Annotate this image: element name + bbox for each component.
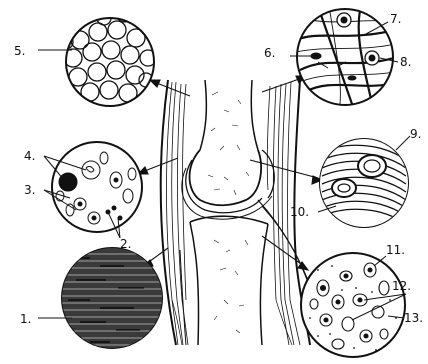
hyaline-cartilage-circle [301,253,405,357]
loose-connective-tissue-circle [52,142,142,232]
label-13: 13. [404,311,423,325]
label-9: 9. [410,127,421,141]
label-10: 10. [290,205,309,219]
label-6: 6. [264,46,275,60]
label-12: 12. [392,279,411,293]
adipose-tissue-circle [59,8,156,106]
cartilage-lacunae-circle [320,139,408,227]
label-7: 7. [390,12,401,26]
label-3: 3. [24,183,35,197]
label-8: 8. [400,55,411,69]
synovial-fibrous-tissue-circle [296,9,395,105]
label-1: 1. [20,312,31,326]
pointer-9 [396,136,410,150]
label-11: 11. [386,243,405,257]
label-5: 5. [14,44,25,58]
label-4: 4. [24,149,35,163]
